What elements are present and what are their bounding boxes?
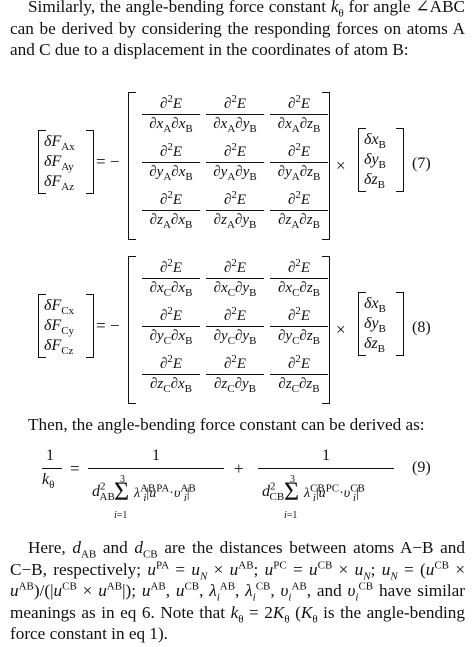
eq9-number: (9) xyxy=(412,459,431,476)
matrix-bracket-left xyxy=(128,256,136,404)
rhs-bracket-left xyxy=(358,292,366,356)
matrix-entry: ∂2E∂zC∂zB xyxy=(270,354,328,395)
sum-sign: Σ xyxy=(114,477,130,506)
term2-denominator: d2CB xyxy=(262,480,285,504)
rhs-entry: δyB xyxy=(364,151,386,172)
matrix-entry: ∂2E∂xC∂xB xyxy=(142,258,200,299)
matrix-bracket-left xyxy=(128,92,136,240)
matrix-entry: ∂2E∂zC∂xB xyxy=(142,354,200,395)
term2-numerator: 1 xyxy=(322,447,330,464)
matrix-entry: ∂2E∂xC∂zB xyxy=(270,258,328,299)
equals-sign: = xyxy=(70,459,80,478)
matrix-entry: ∂2E∂zC∂yB xyxy=(206,354,264,395)
sum-sign: Σ xyxy=(284,477,300,506)
lhs-bracket-right xyxy=(86,130,94,194)
rhs-bracket-right xyxy=(396,128,404,192)
rhs-entry: δxB xyxy=(364,131,386,152)
rhs-bracket-left xyxy=(358,128,366,192)
lhs-fraction-bar xyxy=(42,468,62,469)
eq8-number: (8) xyxy=(412,319,431,336)
then-line: Then, the angle-bending force constant c… xyxy=(28,415,425,434)
rhs-entry: δzB xyxy=(364,335,386,356)
lhs-numerator: 1 xyxy=(46,447,54,464)
matrix-bracket-right xyxy=(322,256,330,404)
lhs-entry: δFCz xyxy=(44,337,74,358)
matrix-entry: ∂2E∂xA∂xB xyxy=(142,94,200,135)
times-sign: × xyxy=(336,156,346,175)
lhs-bracket-left xyxy=(38,130,46,194)
term1-body: λABi|uPA·υABi| xyxy=(134,482,196,504)
lhs-entry: δFAx xyxy=(44,133,75,154)
matrix-entry: ∂2E∂xA∂zB xyxy=(270,94,328,135)
eq7-number: (7) xyxy=(412,155,431,172)
matrix-entry: ∂2E∂zA∂yB xyxy=(206,190,264,231)
closing-paragraph: Here, dAB and dCB are the distances betw… xyxy=(10,538,466,644)
equals-minus: = − xyxy=(96,152,120,171)
sum-top: 3 xyxy=(290,474,295,485)
matrix-entry: ∂2E∂zA∂xB xyxy=(142,190,200,231)
term2-fraction-bar xyxy=(258,468,394,469)
times-sign: × xyxy=(336,320,346,339)
matrix-entry: ∂2E∂yA∂xB xyxy=(142,142,200,183)
equals-minus: = − xyxy=(96,316,120,335)
rhs-bracket-right xyxy=(396,292,404,356)
term1-fraction-bar xyxy=(88,468,224,469)
sum-bottom: i=1 xyxy=(284,510,298,521)
term1-numerator: 1 xyxy=(152,447,160,464)
rhs-entry: δyB xyxy=(364,315,386,336)
rhs-entry: δxB xyxy=(364,295,386,316)
intro-paragraph: Similarly, the angle-bending force const… xyxy=(10,0,465,59)
matrix-entry: ∂2E∂yA∂yB xyxy=(206,142,264,183)
rhs-entry: δzB xyxy=(364,171,386,192)
matrix-entry: ∂2E∂yA∂zB xyxy=(270,142,328,183)
lhs-bracket-left xyxy=(38,294,46,358)
lhs-entry: δFCx xyxy=(44,297,75,318)
plus-sign: + xyxy=(234,459,244,478)
matrix-entry: ∂2E∂zA∂zB xyxy=(270,190,328,231)
lhs-entry: δFAz xyxy=(44,173,75,194)
matrix-entry: ∂2E∂yC∂yB xyxy=(206,306,264,347)
matrix-entry: ∂2E∂yC∂zB xyxy=(270,306,328,347)
lhs-denominator: kθ xyxy=(42,471,55,492)
sum-bottom: i=1 xyxy=(114,510,128,521)
lhs-entry: δFCy xyxy=(44,317,75,338)
term2-body: λCBi|uPC·υCBi| xyxy=(304,482,365,504)
lhs-bracket-right xyxy=(86,294,94,358)
lhs-entry: δFAy xyxy=(44,153,74,174)
matrix-entry: ∂2E∂yC∂xB xyxy=(142,306,200,347)
matrix-entry: ∂2E∂xC∂yB xyxy=(206,258,264,299)
matrix-bracket-right xyxy=(322,92,330,240)
term1-denominator: d2AB xyxy=(92,480,115,504)
matrix-entry: ∂2E∂xA∂yB xyxy=(206,94,264,135)
sum-top: 3 xyxy=(120,474,125,485)
